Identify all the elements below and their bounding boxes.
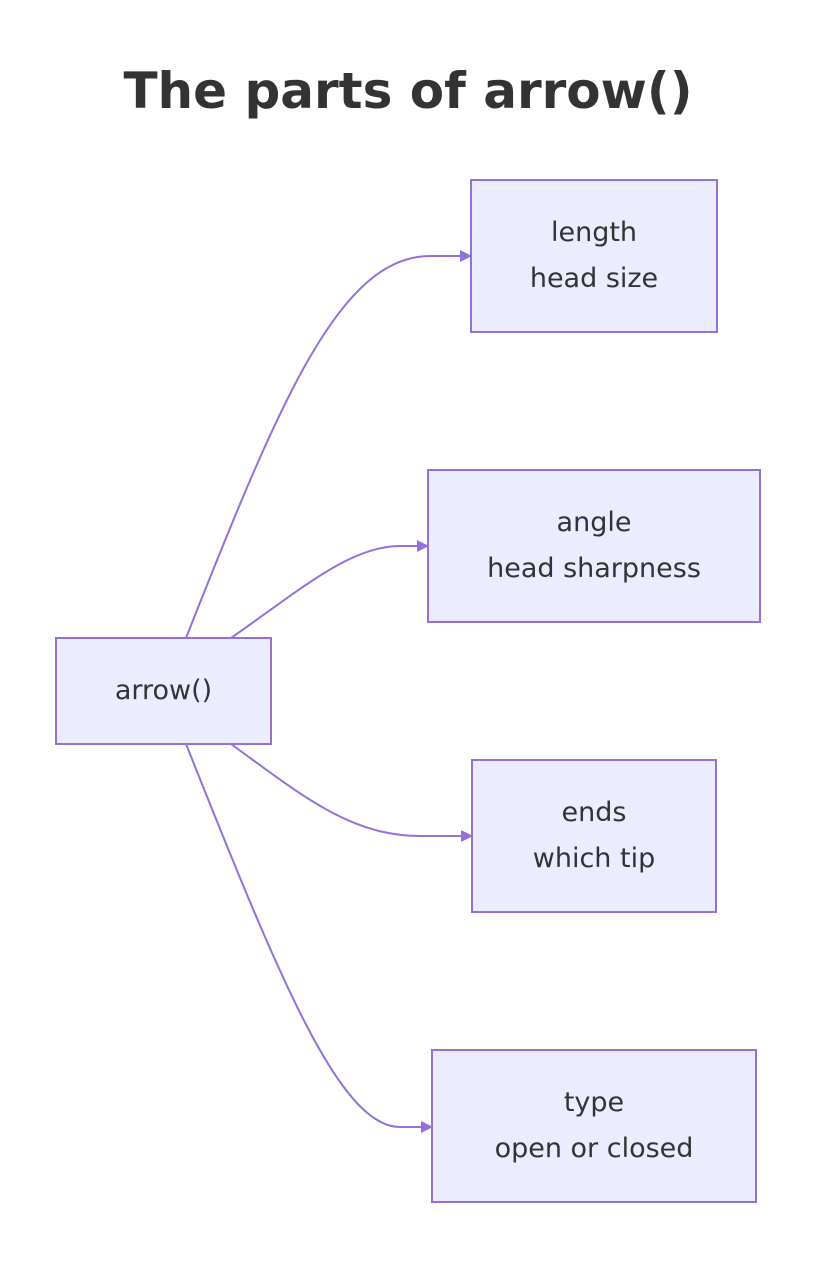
node-label-line2: head size: [529, 263, 659, 294]
edge-arrow-to-length: [185, 250, 472, 639]
node-label-line2: head sharpness: [487, 553, 701, 584]
diagram-title: The parts of arrow(): [123, 62, 693, 120]
node-label-line1: angle: [556, 507, 632, 538]
node-label-line1: ends: [561, 797, 627, 828]
node-label: arrow(): [114, 675, 213, 706]
node-angle: angle head sharpness: [427, 469, 761, 623]
node-label-line1: length: [550, 217, 638, 248]
node-label-line2: open or closed: [494, 1133, 694, 1164]
edge-arrow-to-type: [185, 743, 433, 1133]
node-arrow-root: arrow(): [55, 637, 272, 745]
node-ends: ends which tip: [471, 759, 717, 913]
node-length: length head size: [470, 179, 718, 333]
edge-arrow-to-angle: [230, 540, 429, 639]
node-label-line2: which tip: [532, 843, 656, 874]
edge-arrow-to-ends: [230, 743, 473, 842]
node-type: type open or closed: [431, 1049, 757, 1203]
node-label-line1: type: [563, 1087, 625, 1118]
